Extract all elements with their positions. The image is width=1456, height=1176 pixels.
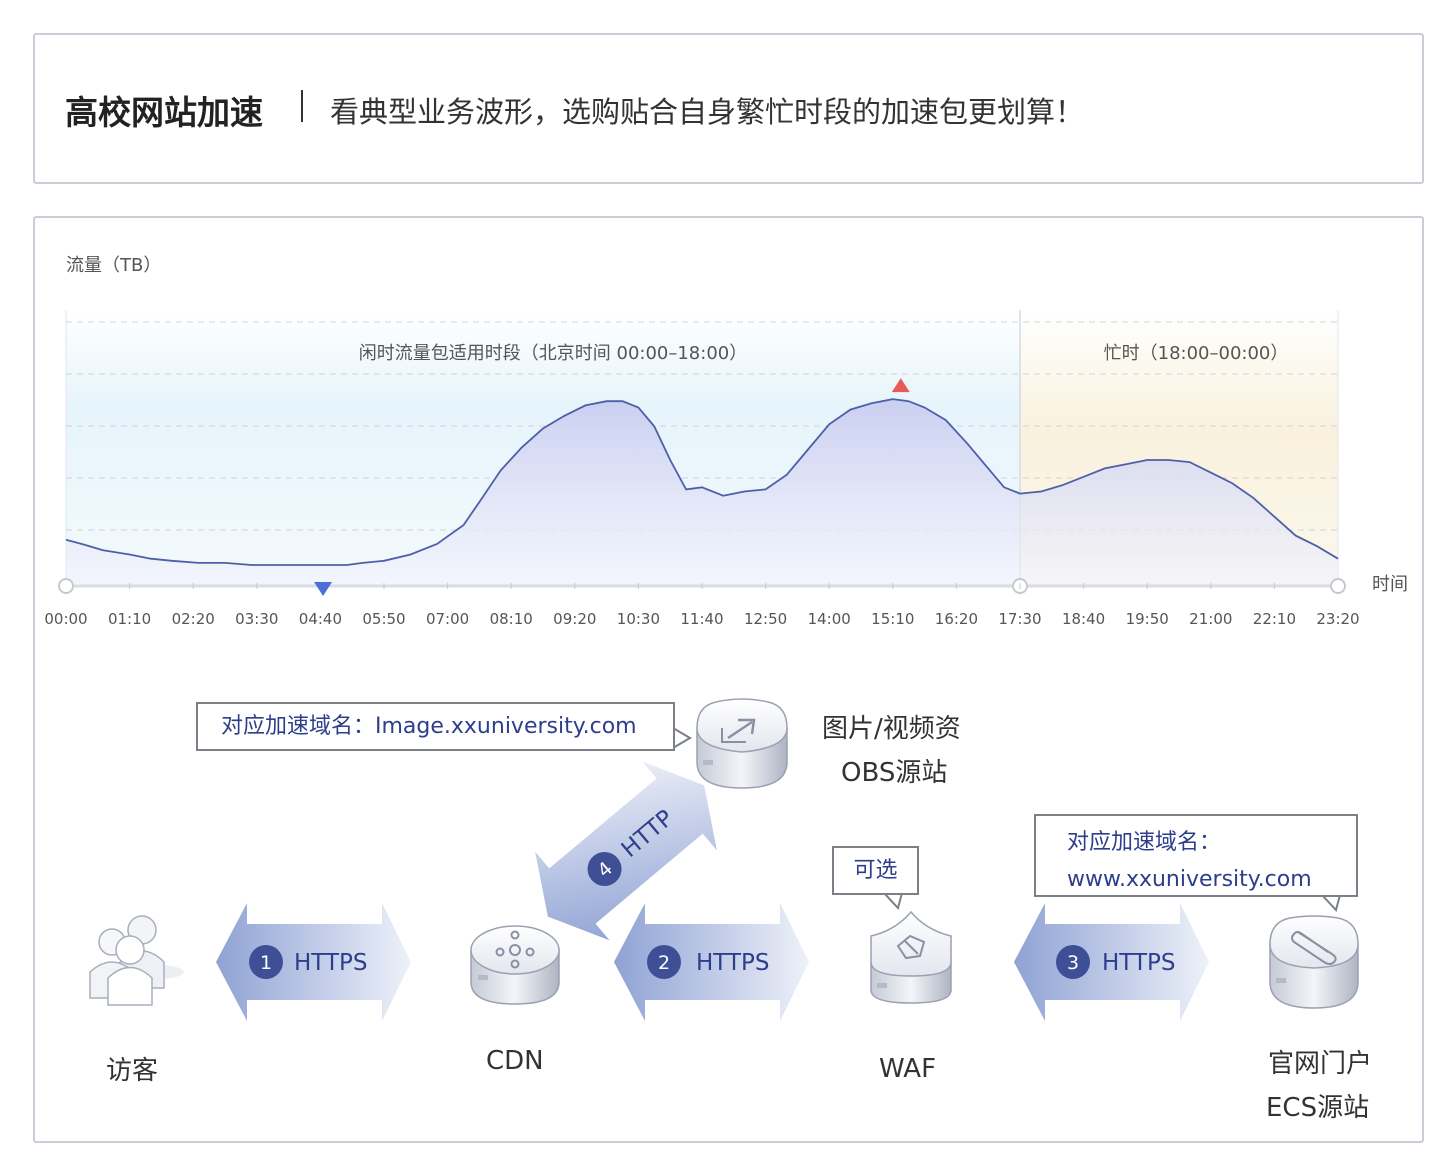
busy-region-label: 忙时（18:00–00:00）	[1104, 343, 1289, 364]
peak-marker	[891, 378, 910, 393]
header-panel	[33, 33, 1424, 184]
tick-label: 19:50	[1126, 610, 1169, 628]
waf-label: WAF	[879, 1054, 937, 1084]
axis-node	[58, 578, 74, 594]
obs-domain-text: 对应加速域名：Image.xxuniversity.com	[221, 714, 637, 739]
tick-label: 02:20	[172, 610, 215, 628]
cdn-label: CDN	[486, 1046, 544, 1076]
trough-marker	[314, 582, 333, 596]
traffic-area	[66, 399, 1338, 586]
axis-node	[1330, 578, 1346, 594]
tick-label: 08:10	[490, 610, 533, 628]
obs-label-line2: OBS源站	[841, 758, 948, 788]
visitor-label: 访客	[106, 1056, 159, 1086]
tick-label: 17:30	[998, 610, 1041, 628]
ecs-domain-line1: 对应加速域名：	[1067, 830, 1222, 855]
idle-region-label: 闲时流量包适用时段（北京时间 00:00–18:00）	[359, 343, 747, 364]
ecs-domain-callout: 对应加速域名： www.xxuniversity.com	[1034, 814, 1358, 897]
tick-label: 12:50	[744, 610, 787, 628]
tick-label: 16:20	[935, 610, 978, 628]
tick-label: 00:00	[44, 610, 87, 628]
optional-callout: 可选	[832, 846, 919, 895]
obs-label-line1: 图片/视频资	[822, 714, 961, 744]
traffic-line	[65, 398, 1339, 566]
tick-label: 21:00	[1189, 610, 1232, 628]
ecs-label-line1: 官网门户	[1268, 1049, 1373, 1079]
tick-label: 10:30	[617, 610, 660, 628]
tick-label: 01:10	[108, 610, 151, 628]
x-axis-label: 时间	[1372, 574, 1408, 595]
tick-label: 14:00	[808, 610, 851, 628]
page-title: 高校网站加速	[65, 93, 263, 132]
page-subtitle: 看典型业务波形，选购贴合自身繁忙时段的加速包更划算！	[330, 95, 1085, 129]
tick-label: 09:20	[553, 610, 596, 628]
traffic-chart: 00:00 01:10 02:20 03:30 04:40 05:50 07:00 08:10…	[44, 255, 1408, 628]
obs-domain-callout: 对应加速域名：Image.xxuniversity.com	[196, 702, 675, 751]
tick-label: 22:10	[1253, 610, 1296, 628]
y-axis-label: 流量（TB）	[66, 255, 161, 276]
tick-label: 04:40	[299, 610, 342, 628]
tick-label: 07:00	[426, 610, 469, 628]
ecs-label-line2: ECS源站	[1266, 1093, 1370, 1123]
tick-label: 11:40	[680, 610, 723, 628]
title-separator	[301, 90, 303, 122]
ecs-domain-line2: www.xxuniversity.com	[1067, 867, 1312, 892]
tick-label: 05:50	[362, 610, 405, 628]
tick-label: 18:40	[1062, 610, 1105, 628]
optional-text: 可选	[853, 858, 898, 883]
tick-label: 03:30	[235, 610, 278, 628]
tick-label: 23:20	[1316, 610, 1359, 628]
tick-label: 15:10	[871, 610, 914, 628]
